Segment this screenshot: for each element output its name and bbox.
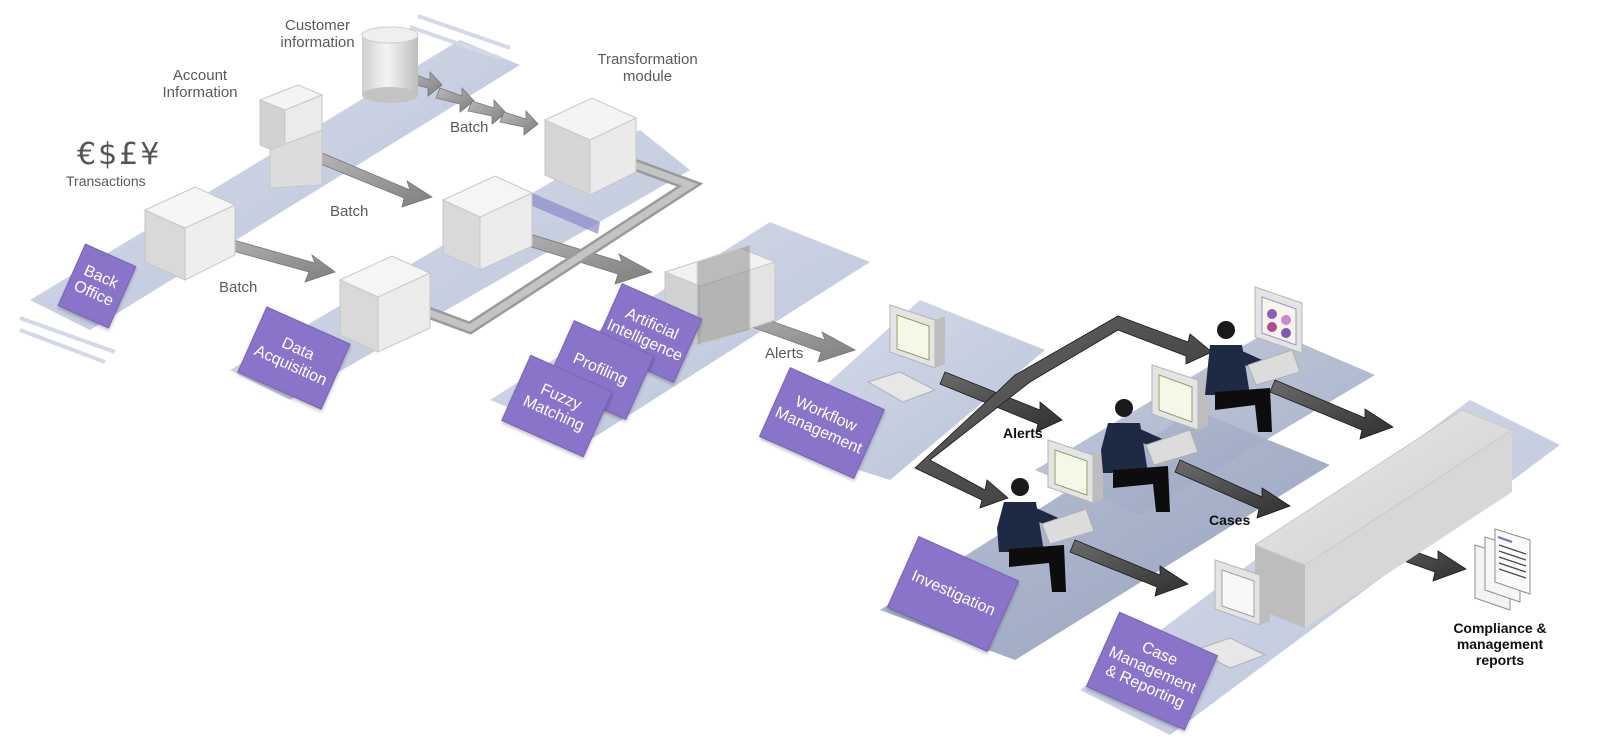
cube-icon xyxy=(338,255,432,353)
batch-label-top: Batch xyxy=(450,119,489,136)
transactions-label: Transactions xyxy=(66,173,146,189)
database-icon xyxy=(361,26,419,103)
alert-route-main xyxy=(914,315,1213,509)
keyboard-icon xyxy=(1193,637,1267,669)
arrow-icon xyxy=(499,109,539,136)
cube-icon xyxy=(143,186,237,281)
currency-symbols: €$£¥ xyxy=(77,137,162,172)
keyboard-icon xyxy=(866,371,937,403)
case-management-server xyxy=(1253,409,1514,628)
arrow-icon xyxy=(467,98,507,125)
purple-connector xyxy=(523,190,600,234)
arrow-icon xyxy=(435,86,475,113)
people xyxy=(997,321,1301,592)
cases-label: Cases xyxy=(1209,512,1251,528)
document-stack-icon xyxy=(1474,528,1531,611)
decorative-stripes xyxy=(19,14,511,364)
transformation-module-label: Transformation module xyxy=(597,51,698,85)
account-information-label: Account Information xyxy=(162,67,238,101)
batch-label-middle: Batch xyxy=(330,203,369,220)
arrow-icon xyxy=(1069,539,1189,597)
computer-monitor-icon xyxy=(866,304,945,403)
batch-label-left: Batch xyxy=(219,279,258,296)
arrow-icon xyxy=(1269,379,1394,440)
arrow-icon xyxy=(310,149,433,208)
computer-monitor-icon xyxy=(1254,286,1303,354)
server-icon xyxy=(543,97,638,196)
computers xyxy=(866,286,1303,669)
computer-monitor-icon xyxy=(1047,439,1103,504)
cube-icon xyxy=(441,175,534,271)
alerts-label-mid: Alerts xyxy=(765,345,804,362)
arrow-icon xyxy=(1174,459,1291,519)
alerts-label-right: Alerts xyxy=(1003,425,1043,441)
cube-icon xyxy=(258,84,324,189)
person-icon xyxy=(1205,321,1301,432)
customer-information-label: Customer information xyxy=(280,17,355,51)
compliance-reports-label: Compliance & management reports xyxy=(1453,620,1547,668)
server-icon xyxy=(663,244,777,346)
person-icon xyxy=(997,478,1095,592)
cubes xyxy=(143,84,777,353)
person-icon xyxy=(1101,399,1199,512)
computer-monitor-icon xyxy=(1193,559,1270,669)
computer-monitor-icon xyxy=(1151,364,1208,431)
